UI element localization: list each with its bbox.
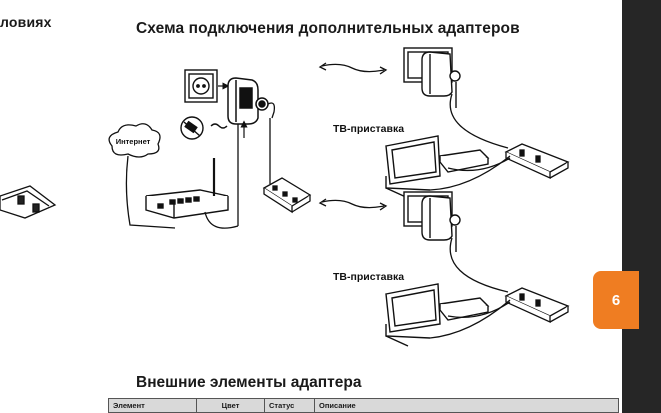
power-strip-icon-right-1 [504, 143, 570, 180]
router-icon [145, 158, 229, 219]
wall-socket-icon [184, 69, 218, 103]
page-edge-dark-band [622, 0, 661, 413]
header-status: Статус [264, 398, 315, 413]
tv-box-label-1: ТВ-приставка [333, 123, 404, 135]
extra-adapter-icon-1 [403, 47, 461, 108]
set-top-box-icon-2 [438, 297, 490, 321]
previous-section-title-fragment: ловиях [0, 14, 52, 30]
power-strip-icon-right-2 [504, 287, 570, 324]
header-description: Описание [314, 398, 619, 413]
set-top-box-icon-1 [438, 149, 490, 173]
wireless-signal-arrow-icon-1 [318, 62, 388, 75]
internet-label: Интернет [116, 137, 151, 146]
page-number-tab: 6 [593, 271, 639, 329]
left-power-strip-fragment [0, 185, 57, 219]
header-color: Цвет [196, 398, 265, 413]
power-strip-icon [262, 177, 312, 214]
tv-box-label-2: ТВ-приставка [333, 271, 404, 283]
external-elements-title: Внешние элементы адаптера [136, 374, 362, 391]
main-adapter-icon [227, 77, 269, 125]
extra-adapter-icon-2 [403, 191, 461, 252]
tv-icon-1 [385, 135, 441, 199]
adapter-elements-table: Элемент Цвет Статус Описание [108, 398, 619, 413]
button-detail-magnifier-icon [180, 116, 228, 140]
internet-cloud-icon [108, 123, 161, 158]
wireless-signal-arrow-icon-2 [318, 198, 388, 211]
header-element: Элемент [108, 398, 197, 413]
page-number: 6 [611, 291, 621, 309]
tv-icon-2 [385, 283, 441, 347]
table-header-row: Элемент Цвет Статус Описание [108, 398, 619, 413]
section-title: Схема подключения дополнительных адаптер… [136, 20, 520, 37]
